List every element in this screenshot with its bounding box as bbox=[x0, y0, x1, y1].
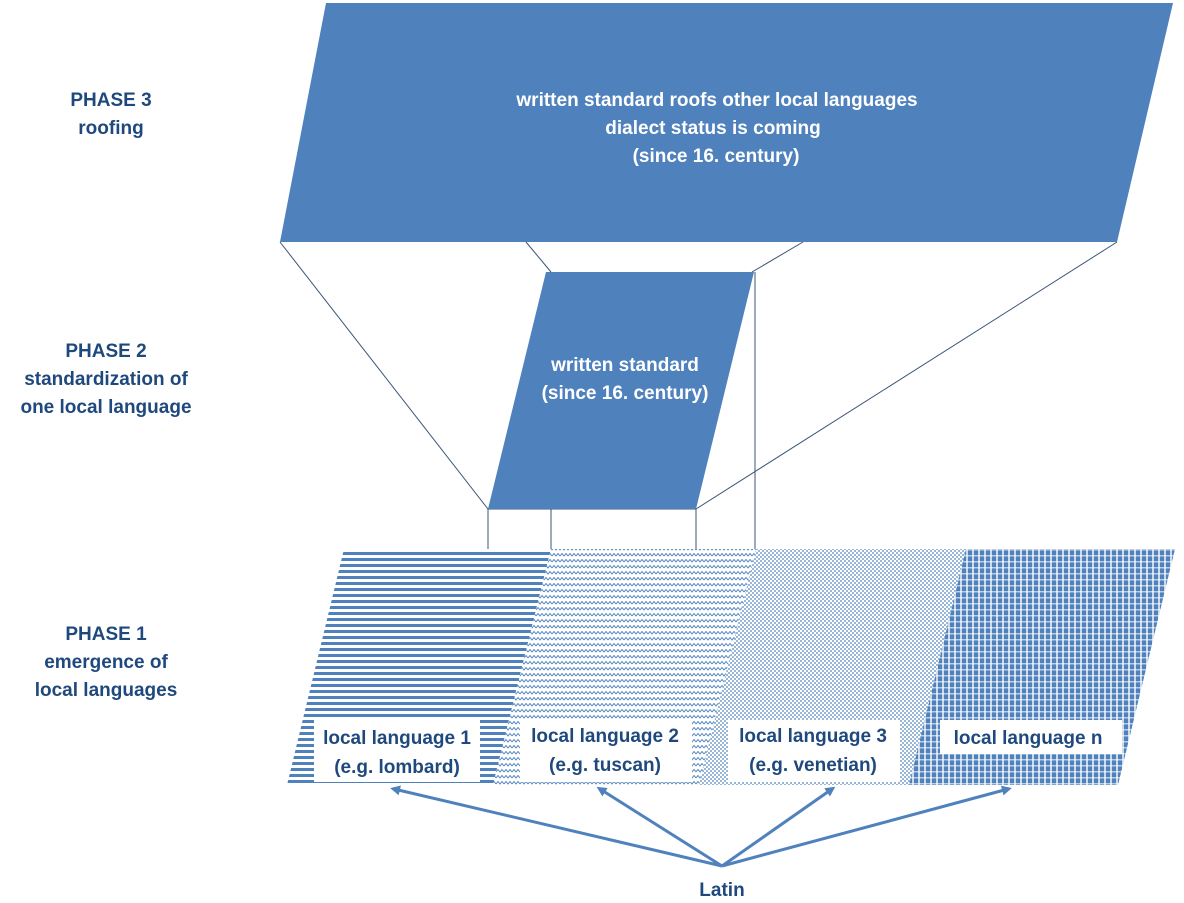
local-language-1-example: (e.g. lombard) bbox=[334, 757, 460, 778]
connector-right-inner bbox=[751, 241, 804, 273]
local-language-1-label-bg bbox=[314, 720, 480, 782]
phase2-subtitle-line1: standardization of bbox=[24, 369, 188, 390]
phase2-subtitle-line2: one local language bbox=[20, 397, 191, 418]
latin-label: Latin bbox=[699, 880, 744, 901]
phase1-subtitle-line2: local languages bbox=[35, 680, 178, 701]
phase3-box bbox=[280, 3, 1173, 242]
phase2-box-line2: (since 16. century) bbox=[542, 383, 709, 404]
phase3-title: PHASE 3 bbox=[70, 90, 151, 111]
local-language-n-label-bg bbox=[940, 720, 1122, 754]
local-language-2-label-bg bbox=[520, 720, 692, 782]
phase2-box bbox=[488, 272, 754, 509]
local-language-3-name: local language 3 bbox=[739, 726, 887, 747]
phase3-subtitle: roofing bbox=[78, 118, 143, 139]
local-language-n-name: local language n bbox=[954, 728, 1103, 749]
local-language-2-name: local language 2 bbox=[531, 726, 679, 747]
latin-arrows bbox=[390, 785, 1012, 868]
phase3-box-line1: written standard roofs other local langu… bbox=[515, 90, 917, 111]
arrow-to-local-language-3 bbox=[721, 786, 836, 868]
local-language-3-label-bg bbox=[728, 720, 900, 782]
arrow-to-local-language-2 bbox=[596, 786, 723, 868]
phase2-title: PHASE 2 bbox=[65, 341, 146, 362]
arrow-to-local-language-n bbox=[721, 785, 1012, 868]
connector-right-outer bbox=[695, 241, 1118, 510]
phase2-box-line1: written standard bbox=[550, 355, 699, 376]
arrow-to-local-language-1 bbox=[390, 785, 723, 868]
local-language-2-example: (e.g. tuscan) bbox=[549, 755, 661, 776]
local-language-3-example: (e.g. venetian) bbox=[749, 755, 877, 776]
phase1-subtitle-line1: emergence of bbox=[44, 652, 168, 673]
phase3-box-line3: (since 16. century) bbox=[633, 146, 800, 167]
phase1-title: PHASE 1 bbox=[65, 624, 147, 645]
connector-left-outer bbox=[279, 241, 489, 510]
local-language-1-name: local language 1 bbox=[323, 728, 471, 749]
local-languages: local language 1 (e.g. lombard) local la… bbox=[287, 549, 1175, 785]
phase3-box-line2: dialect status is coming bbox=[605, 118, 820, 139]
connector-left-inner bbox=[525, 241, 552, 273]
